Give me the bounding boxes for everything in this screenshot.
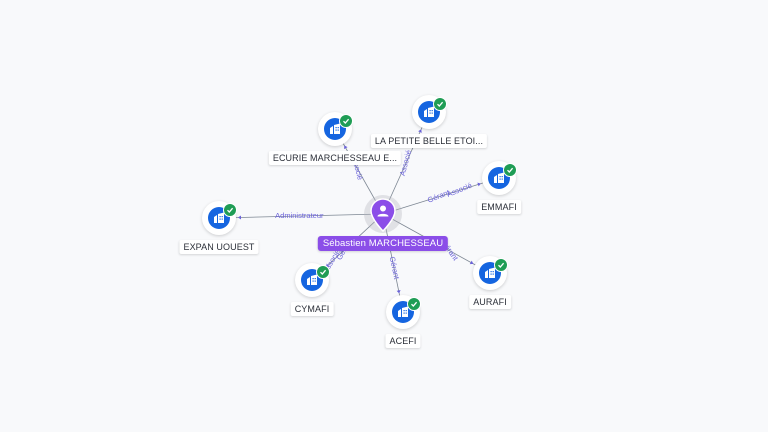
company-label[interactable]: EMMAFI [477, 200, 521, 214]
edge-label-emmafi: Associé [446, 181, 474, 199]
company-label[interactable]: EXPAN UOUEST [179, 240, 259, 254]
verified-check-icon [223, 203, 237, 217]
edge-arrow-aurafi [469, 260, 474, 265]
verified-check-icon [316, 265, 330, 279]
edge-arrow-expan [237, 215, 242, 220]
company-label[interactable]: LA PETITE BELLE ETOI... [370, 134, 488, 148]
edge-arrow-petite [418, 129, 422, 133]
person-pin-icon [370, 198, 396, 232]
company-label[interactable]: ECURIE MARCHESSEAU E... [268, 151, 402, 165]
edge-petite [382, 111, 430, 215]
edge-arrow-ecurie [344, 145, 348, 150]
verified-check-icon [407, 297, 421, 311]
verified-check-icon [503, 163, 517, 177]
company-label[interactable]: AURAFI [469, 295, 511, 309]
edge-arrow-acefi [396, 290, 401, 294]
edge-label-acefi: Gérant [388, 256, 402, 281]
edge-arrow-emmafi [477, 182, 481, 187]
verified-check-icon [339, 114, 353, 128]
verified-check-icon [433, 97, 447, 111]
company-label[interactable]: ACEFI [385, 334, 421, 348]
verified-check-icon [494, 258, 508, 272]
edge-label-expan: Administrateur [275, 211, 324, 220]
edge-expan [218, 213, 384, 219]
center-person-label[interactable]: Sébastien MARCHESSEAU [317, 236, 449, 251]
company-label[interactable]: CYMAFI [290, 302, 334, 316]
